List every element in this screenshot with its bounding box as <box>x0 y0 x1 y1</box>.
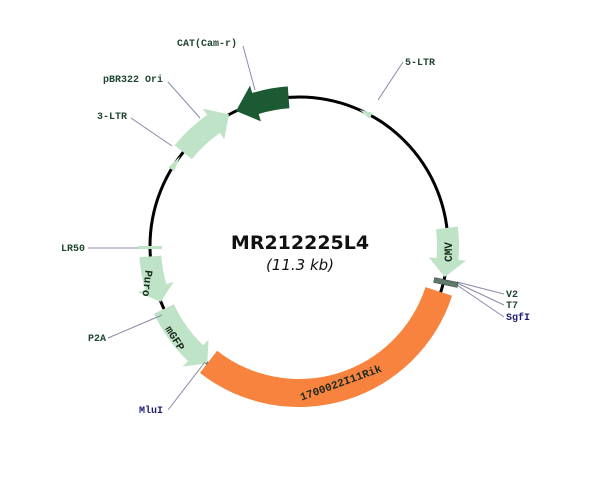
gene-1700022i11rik-feature <box>199 287 453 408</box>
label-5ltr: 5-LTR <box>405 58 435 69</box>
label-lr50: LR50 <box>61 244 85 255</box>
cmv-feature <box>428 226 467 277</box>
leader-p2a <box>107 314 163 339</box>
label-t7: T7 <box>506 301 518 312</box>
plasmid-name: MR212225L4 <box>231 232 369 254</box>
label-3ltr: 3-LTR <box>97 112 127 123</box>
label-v2: V2 <box>506 290 518 301</box>
label-cat: CAT(Cam-r) <box>177 38 237 50</box>
puro-feature <box>137 255 174 302</box>
leader-cat <box>242 45 256 91</box>
leader-3ltr <box>130 117 173 147</box>
3-ltr-feature <box>168 156 180 171</box>
label-ori: pBR322 Ori <box>103 74 163 86</box>
pbr322-ori-feature <box>174 108 229 160</box>
leader-t7 <box>456 282 505 306</box>
label-sgfi: SgfI <box>506 312 530 324</box>
label-mlui: MluI <box>139 405 163 417</box>
leader-sgfi <box>456 284 505 318</box>
label-p2a: P2A <box>88 334 106 345</box>
5-ltr-feature <box>359 109 373 119</box>
leader-mlui <box>167 361 206 411</box>
mgfp-feature <box>154 304 209 367</box>
leader-5ltr <box>377 61 404 101</box>
plasmid-size: (11.3 kb) <box>266 256 334 274</box>
leader-v2 <box>456 281 505 295</box>
lr50-marker <box>138 246 162 249</box>
v2-t7-sgfi-marker <box>433 277 459 288</box>
cat-feature <box>236 85 290 122</box>
leader-ori <box>167 81 201 119</box>
feature-label-puro: Puro <box>139 269 154 297</box>
feature-label-cmv: CMV <box>444 242 456 262</box>
